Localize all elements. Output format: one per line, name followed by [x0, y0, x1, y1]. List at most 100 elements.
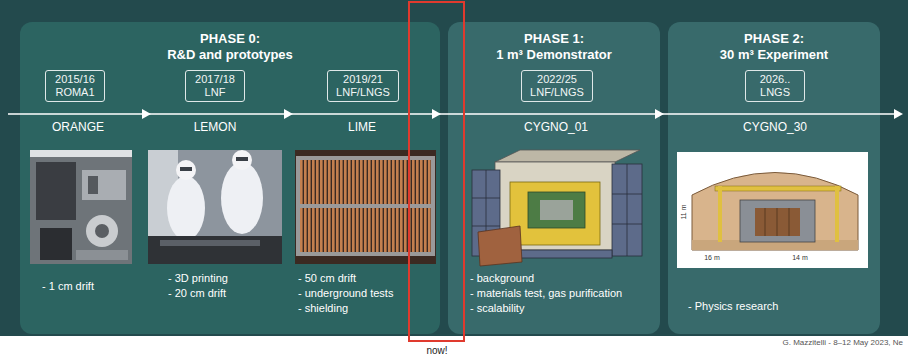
dimension-label: 11 m: [680, 203, 688, 220]
timeline-arrow: [8, 109, 903, 119]
cygno01-render-part: [510, 182, 600, 245]
orange-photo-part: [30, 150, 132, 264]
cygno30-drawing-part: [692, 173, 858, 251]
orange-photo-part: [95, 224, 109, 238]
cygno30-drawing-part: [835, 186, 839, 242]
phase-panel: PHASE 2:30 m³ Experiment 2026..LNGS: [668, 22, 880, 334]
bullet-item: - 50 cm drift: [298, 272, 356, 285]
lab-site: LNF/LNGS: [529, 86, 585, 99]
timeline-arrow-part: [284, 109, 293, 119]
stage-name: LIME: [348, 120, 376, 134]
cygno30-drawing-part: [789, 208, 790, 236]
lime-photo-part: [296, 156, 435, 160]
bullet-item: - 20 cm drift: [168, 287, 226, 300]
lab-site: LNF: [193, 86, 237, 99]
slide-ground: [0, 0, 908, 336]
phase-title: PHASE 1:: [524, 31, 584, 47]
lemon-photo: [148, 150, 282, 264]
cygno30-drawing-part: [740, 200, 815, 242]
bullet-item: - Physics research: [688, 300, 778, 313]
lemon-photo-part: [236, 157, 248, 161]
timeline-arrow-part: [142, 109, 151, 119]
cygno30-drawing-part: [715, 186, 841, 191]
now-note: now!: [426, 345, 447, 357]
bullet-item: - materials test, gas purification: [470, 287, 622, 300]
lab-site: LNF/LNGS: [335, 86, 391, 99]
timeline-arrow-part: [432, 109, 441, 119]
lime-photo-part: [296, 156, 300, 256]
orange-photo-part: [30, 150, 132, 157]
year-range: 2022/25: [529, 73, 585, 86]
orange-photo-part: [88, 176, 98, 194]
phase-title: PHASE 2:: [744, 31, 804, 47]
date-box: 2026..LNGS: [745, 70, 805, 102]
dimension-label: 16 m: [703, 254, 721, 262]
orange-photo: [30, 150, 132, 264]
lab-site: ROMA1: [53, 86, 97, 99]
orange-photo-part: [86, 215, 118, 247]
lemon-photo-part: [148, 150, 282, 264]
orange-photo-part: [36, 162, 76, 220]
lime-photo: [295, 150, 436, 264]
stage-name: LEMON: [194, 120, 237, 134]
phase-subtitle: R&D and prototypes: [167, 47, 293, 63]
lime-photo-part: [431, 156, 435, 256]
date-box: 2017/18LNF: [185, 70, 245, 102]
credit-line: G. Mazzitelli - 8–12 May 2023, Ne: [783, 338, 904, 348]
cygno01-render: [472, 150, 642, 266]
cygno01-render-part: [612, 164, 642, 256]
bullet-item: - shielding: [298, 302, 348, 315]
orange-photo-part: [76, 250, 128, 260]
timeline-arrow-part: [8, 113, 898, 115]
bullet-item: - 3D printing: [168, 272, 228, 285]
bullet-item: - scalability: [470, 302, 524, 315]
cygno30-drawing: [677, 152, 868, 268]
lemon-photo-part: [180, 167, 192, 171]
now-marker: [409, 2, 464, 341]
cygno30-drawing-part: [765, 208, 766, 236]
lemon-photo-part: [148, 236, 282, 264]
timeline-arrow-part: [894, 109, 903, 119]
date-box: 2019/21LNF/LNGS: [327, 70, 399, 102]
lime-photo-part: [295, 150, 436, 264]
cygno01-render-part: [627, 164, 628, 256]
phase-panels: [20, 22, 880, 334]
year-range: 2015/16: [53, 73, 97, 86]
orange-photo-part: [82, 170, 126, 200]
cygno01-render-part: [478, 226, 522, 266]
cygno01-render-part: [528, 192, 585, 228]
phase-panel-fill: [668, 22, 880, 334]
phase-subtitle: 1 m³ Demonstrator: [496, 47, 612, 63]
stage-name: ORANGE: [52, 120, 104, 134]
bullet-item: - 1 cm drift: [42, 280, 94, 293]
stage-name: CYGNO_01: [524, 120, 588, 134]
year-range: 2017/18: [193, 73, 237, 86]
date-box: 2015/16ROMA1: [45, 70, 105, 102]
cygno01-render-part: [495, 150, 640, 162]
lemon-photo-part: [221, 162, 263, 234]
cygno01-render-part: [540, 200, 573, 220]
lemon-photo-part: [176, 160, 196, 180]
timeline-arrow-part: [655, 109, 664, 119]
lemon-photo-part: [232, 150, 252, 170]
lemon-photo-part: [160, 240, 260, 246]
year-range: 2026..: [753, 73, 797, 86]
dimension-label: 14 m: [791, 254, 809, 262]
phase-panel-fill: [448, 22, 660, 334]
lemon-photo-part: [167, 176, 205, 240]
stage-name: CYGNO_30: [743, 120, 807, 134]
lab-site: LNGS: [753, 86, 797, 99]
cygno30-drawing-part: [677, 152, 868, 268]
phase-subtitle: 30 m³ Experiment: [720, 47, 828, 63]
phase-title: PHASE 0:: [200, 31, 260, 47]
lime-photo-part: [296, 252, 435, 256]
year-range: 2019/21: [335, 73, 391, 86]
cygno30-drawing-part: [777, 208, 778, 236]
lime-photo-part: [296, 204, 435, 208]
orange-photo-part: [40, 228, 72, 260]
bullet-item: - underground tests: [298, 287, 393, 300]
date-box: 2022/25LNF/LNGS: [521, 70, 593, 102]
phase-panel-fill: [20, 22, 440, 334]
cygno30-drawing-part: [755, 208, 800, 236]
